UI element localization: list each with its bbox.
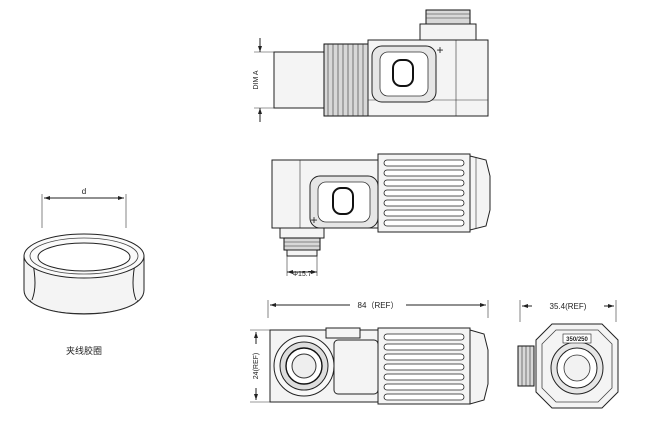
end-face-text: 350/250 bbox=[566, 337, 588, 343]
side-view: DIM A + bbox=[253, 9, 489, 122]
top-end-cap bbox=[469, 155, 491, 231]
top-plus-marker: + bbox=[310, 213, 317, 227]
seal-caption: 夹线胶圈 bbox=[66, 345, 102, 356]
length-label: 84（REF） bbox=[358, 301, 399, 310]
dim-a-label: DIM A bbox=[253, 70, 260, 89]
front-socket bbox=[273, 335, 335, 397]
top-latch bbox=[309, 175, 379, 229]
top-view: + Φ15.7 bbox=[271, 153, 491, 278]
side-cable-stub bbox=[273, 51, 327, 109]
end-face-plate bbox=[562, 333, 592, 344]
width-dimension-line bbox=[519, 300, 617, 322]
end-view: 35.4(REF) 350/250 bbox=[517, 300, 619, 409]
front-view: 84（REF） 24(REF) bbox=[250, 300, 489, 405]
diameter-label: Φ15.7 bbox=[292, 271, 311, 278]
height-dimension-line bbox=[250, 329, 272, 403]
side-threaded-nut bbox=[323, 43, 369, 117]
front-ribbed-nut bbox=[377, 327, 471, 405]
seal-ring: d 夹线胶圈 bbox=[23, 187, 145, 356]
end-face-socket bbox=[550, 341, 604, 395]
top-ribbed-nut bbox=[377, 153, 471, 233]
side-latch bbox=[371, 45, 437, 103]
seal-ring-body bbox=[23, 233, 145, 315]
side-plus-marker: + bbox=[436, 43, 443, 57]
end-side-stub bbox=[517, 345, 535, 387]
length-dimension-line bbox=[267, 300, 489, 318]
dim-a-dimension-line bbox=[254, 38, 274, 122]
front-top-tab bbox=[325, 327, 361, 339]
seal-dimension-line bbox=[41, 194, 127, 228]
width-label: 35.4(REF) bbox=[550, 302, 587, 311]
side-top-fitting bbox=[419, 9, 477, 41]
diameter-dimension-line bbox=[286, 256, 318, 276]
top-bottom-fitting bbox=[279, 227, 325, 257]
front-side-pocket bbox=[333, 339, 379, 395]
seal-dimension-label: d bbox=[82, 187, 86, 196]
height-label: 24(REF) bbox=[253, 353, 260, 379]
front-end-cap bbox=[469, 329, 489, 405]
